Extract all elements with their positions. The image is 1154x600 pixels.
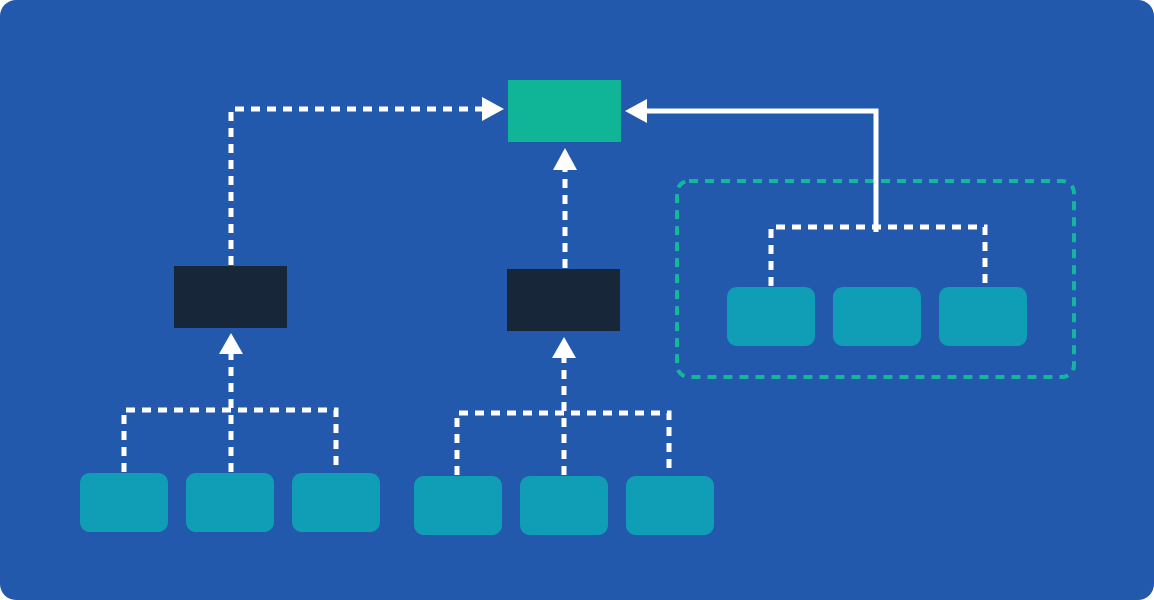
group-outline-right [675, 179, 1076, 379]
connector-right-to-root [647, 108, 879, 232]
arrowhead-root-bottom [553, 148, 577, 170]
node-leaf-left-3 [292, 473, 380, 532]
connector-left-to-root [228, 106, 482, 265]
arrowhead-root-left [482, 97, 504, 121]
node-intermediate-left [174, 266, 287, 328]
connector-left-cluster [121, 354, 339, 472]
connector-left-bracket [121, 407, 339, 472]
node-leaf-right-3 [939, 287, 1027, 346]
connector-center-bracket [454, 410, 672, 475]
arrowhead-left-mid [219, 333, 243, 354]
connector-center-cluster [454, 358, 672, 475]
arrowhead-root-right [625, 99, 647, 123]
node-intermediate-center [507, 269, 620, 331]
node-leaf-right-2 [833, 287, 921, 346]
node-leaf-center-1 [414, 476, 502, 535]
node-leaf-left-1 [80, 473, 168, 532]
node-leaf-left-2 [186, 473, 274, 532]
node-leaf-center-3 [626, 476, 714, 535]
node-root [508, 80, 621, 142]
node-leaf-center-2 [520, 476, 608, 535]
node-leaf-right-1 [727, 287, 815, 346]
arrowhead-center-mid [552, 337, 576, 358]
